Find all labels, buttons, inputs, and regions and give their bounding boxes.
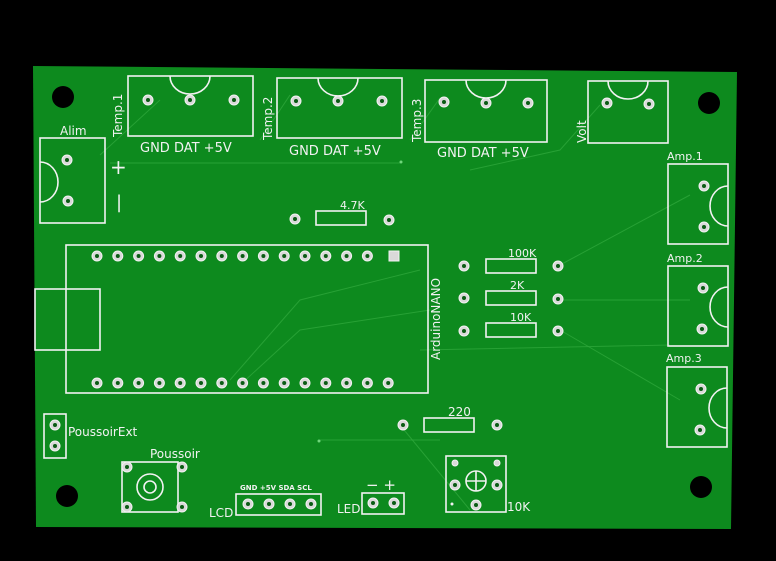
- mounting-hole-bottom-right: [690, 476, 712, 498]
- amp2-label: Amp.2: [667, 252, 703, 265]
- mounting-hole-top-left: [52, 86, 74, 108]
- temp3-pin-labels: GND DAT +5V: [437, 146, 529, 161]
- alim-minus-label: |: [116, 192, 122, 213]
- poussoir-ext-connector: PoussoirExt: [43, 413, 138, 459]
- temp2-pin-labels: GND DAT +5V: [289, 144, 381, 159]
- temp1-label: Temp.1: [111, 94, 125, 138]
- temp2-label: Temp.2: [261, 97, 275, 141]
- alim-connector: Alim + |: [39, 124, 127, 224]
- arduino-label: ArduinoNANO: [429, 278, 443, 360]
- arduino-top-pin-row: [91, 250, 373, 262]
- mounting-holes: [52, 86, 720, 507]
- temp1-pin-labels: GND DAT +5V: [140, 141, 232, 156]
- resistor-220: 220: [397, 405, 503, 433]
- mounting-hole-top-right: [698, 92, 720, 114]
- lcd-header: GND +5V SDA SCL LCD: [209, 484, 322, 520]
- poussoir-ext-label: PoussoirExt: [68, 425, 138, 439]
- amp2-connector: Amp.2: [667, 252, 729, 347]
- lcd-label: LCD: [209, 506, 233, 520]
- copper-traces: [99, 94, 691, 511]
- alim-label: Alim: [60, 124, 87, 138]
- resistor-220-label: 220: [448, 405, 471, 419]
- resistor-2k: 2K: [458, 279, 564, 306]
- temp3-connector: Temp.3 GND DAT +5V: [410, 79, 548, 161]
- board-substrate: [33, 66, 737, 529]
- arduino-nano-footprint: ArduinoNANO: [34, 244, 443, 394]
- resistor-100k: 100K: [458, 247, 564, 274]
- potentiometer-footprint: 10K: [445, 455, 531, 514]
- volt-connector: Volt: [575, 80, 669, 144]
- amp1-label: Amp.1: [667, 150, 703, 163]
- amp3-connector: Amp.3: [666, 352, 728, 448]
- amp3-label: Amp.3: [666, 352, 702, 365]
- resistor-100k-label: 100K: [508, 247, 537, 260]
- led-label: LED: [337, 502, 361, 516]
- poussoir-button-footprint: Poussoir: [121, 447, 200, 513]
- temp2-connector: Temp.2 GND DAT +5V: [261, 77, 403, 159]
- resistor-4k7-label: 4.7K: [340, 199, 365, 212]
- led-pin-labels: − +: [366, 476, 396, 494]
- alim-plus-label: +: [110, 155, 127, 179]
- temp1-connector: Temp.1 GND DAT +5V: [111, 75, 254, 156]
- potentiometer-label: 10K: [507, 500, 531, 514]
- resistor-10k: 10K: [458, 311, 564, 338]
- volt-label: Volt: [575, 120, 589, 143]
- mounting-hole-bottom-left: [56, 485, 78, 507]
- lcd-pin-labels: GND +5V SDA SCL: [240, 484, 312, 492]
- temp3-label: Temp.3: [410, 99, 424, 143]
- resistor-2k-label: 2K: [510, 279, 525, 292]
- amp1-connector: Amp.1: [667, 150, 729, 245]
- led-header: − + LED: [337, 476, 405, 516]
- poussoir-label: Poussoir: [150, 447, 200, 461]
- arduino-bottom-pin-row: [91, 377, 394, 389]
- resistor-4k7: 4.7K: [289, 199, 395, 226]
- resistor-10k-label: 10K: [510, 311, 532, 324]
